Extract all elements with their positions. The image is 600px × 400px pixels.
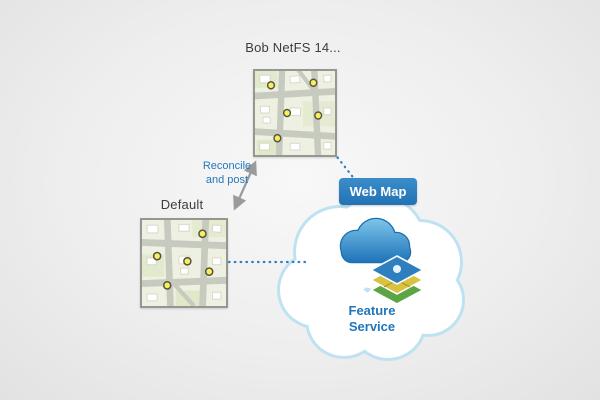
- yellow-point-markers: [266, 78, 323, 143]
- map-image: [142, 220, 226, 306]
- webmap-badge: Web Map: [339, 178, 417, 205]
- version-map-label: Bob NetFS 14...: [245, 40, 341, 55]
- default-map-thumbnail: [140, 218, 228, 308]
- reconcile-arrow: [233, 160, 257, 211]
- map-image: [255, 71, 335, 155]
- cloud-icon: [339, 217, 412, 264]
- yellow-point-markers: [152, 229, 214, 290]
- webmap-badge-label: Web Map: [349, 184, 407, 199]
- feature-layers-icon: [369, 255, 425, 305]
- reconcile-post-label: Reconcile and post: [202, 160, 252, 187]
- default-map-label: Default: [160, 197, 204, 212]
- version-map-thumbnail: [253, 69, 337, 157]
- feature-service-label: Feature Service: [348, 303, 396, 335]
- dotted-link-version-webmap: [332, 151, 358, 183]
